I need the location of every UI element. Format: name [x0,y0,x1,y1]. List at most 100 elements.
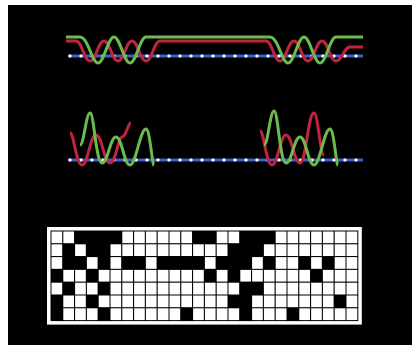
grid-cell-filled [85,243,99,258]
baseline-dot [211,158,215,162]
middle-green-trace [78,109,340,167]
grid-cell-empty [298,294,312,309]
grid-cell-empty [133,281,146,296]
grid-cell-empty [180,230,194,245]
grid-cell-empty [109,307,123,322]
grid-cell-empty [333,243,347,258]
grid-cell-filled [133,256,146,270]
grid-cell-empty [168,230,182,245]
baseline-dot [156,158,160,162]
diagram-panel [8,5,412,345]
baseline-dot [68,158,72,162]
baseline-dot [167,158,171,162]
grid-cell-filled [333,294,347,309]
grid-cell-filled [321,256,335,270]
grid-cell-empty [345,268,359,283]
grid-cell-empty [50,256,64,270]
grid-cell-empty [298,281,312,296]
grid-cell-empty [345,294,359,309]
grid-cell-filled [227,294,241,309]
grid-cell-empty [156,307,170,322]
baseline-dot [277,158,281,162]
baseline-dot [255,158,259,162]
baseline-dot [189,54,193,58]
grid-cell-empty [286,230,300,245]
baseline-dot [266,54,270,58]
grid-cell-filled [251,243,264,258]
grid-cell-empty [144,243,158,258]
grid-cell-empty [215,243,229,258]
grid-cell-empty [262,281,276,296]
grid-cell-empty [310,294,323,309]
grid-cell-empty [85,281,99,296]
grid-cell-filled [262,230,276,245]
grid-cell-filled [50,268,64,283]
grid-cell-empty [262,268,276,283]
grid-cell-filled [262,256,276,270]
grid-cell-empty [298,230,312,245]
grid-cell-filled [121,256,135,270]
grid-cell-empty [144,307,158,322]
grid-cell-filled [62,281,76,296]
grid-cell-empty [345,307,359,322]
grid-cell-filled [97,307,111,322]
grid-cell-empty [180,268,194,283]
baseline-dot [321,158,325,162]
grid-cell-empty [74,294,87,309]
grid-cell-empty [310,243,323,258]
baseline-dot [255,54,259,58]
grid-cell-empty [345,256,359,270]
grid-cell-empty [121,307,135,322]
grid-cell-empty [133,243,146,258]
upper-waveform [66,35,363,65]
grid-cell-empty [109,268,123,283]
grid-cell-empty [286,243,300,258]
baseline-dot [145,54,149,58]
grid-cell-filled [97,243,111,258]
grid-cell-empty [274,243,288,258]
grid-cell-empty [192,281,205,296]
grid-cell-filled [97,256,111,270]
grid-cell-filled [85,230,99,245]
grid-cell-empty [251,307,264,322]
grid-cell-empty [156,268,170,283]
grid-cell-empty [168,243,182,258]
grid-cell-empty [144,256,158,270]
baseline-dot [79,54,83,58]
grid-cell-empty [156,230,170,245]
grid-cell-empty [168,294,182,309]
grid-cell-empty [74,243,87,258]
grid-cell-filled [50,294,64,309]
grid-cell-empty [62,307,76,322]
grid-cell-empty [310,230,323,245]
grid-cell-empty [345,243,359,258]
grid-cell-empty [203,243,217,258]
grid-cell-empty [333,230,347,245]
baseline-dot [68,54,72,58]
grid-cell-empty [286,256,300,270]
grid-cell-filled [74,256,87,270]
grid-cell-empty [215,281,229,296]
grid-cell-filled [227,268,241,283]
grid-cell-empty [310,256,323,270]
grid-cell-empty [310,307,323,322]
middle-baseline-dots [68,158,358,162]
grid-cell-empty [133,268,146,283]
grid-cell-empty [333,281,347,296]
grid-cell-filled [203,268,217,283]
grid-cell-empty [180,294,194,309]
grid-cell-empty [262,307,276,322]
grid-cell-empty [109,281,123,296]
grid-cell-empty [144,268,158,283]
grid-cell-empty [251,268,264,283]
grid-cell-empty [274,294,288,309]
grid-cell-filled [251,230,264,245]
grid-cell-empty [321,243,335,258]
grid-cell-empty [168,281,182,296]
grid-cell-empty [144,294,158,309]
grid-cell-empty [274,281,288,296]
grid-cell-empty [262,294,276,309]
grid-cell-empty [203,294,217,309]
grid-cell-filled [239,243,253,258]
grid-cell-empty [321,281,335,296]
